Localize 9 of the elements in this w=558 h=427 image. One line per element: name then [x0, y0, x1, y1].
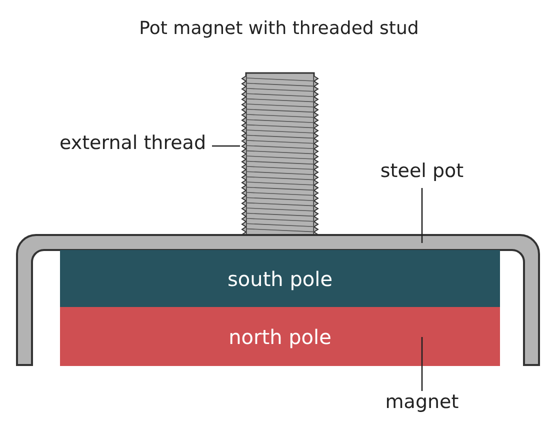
leader-line [421, 337, 423, 391]
callout-label: magnet [366, 391, 478, 419]
leader-line [421, 188, 423, 243]
callout-label: external thread [14, 132, 206, 160]
callout-label: steel pot [356, 160, 488, 188]
diagram-title: Pot magnet with threaded stud [138, 18, 420, 39]
magnet-pole: south pole [60, 250, 500, 307]
leader-line [212, 145, 240, 147]
magnet-pole: north pole [60, 307, 500, 366]
